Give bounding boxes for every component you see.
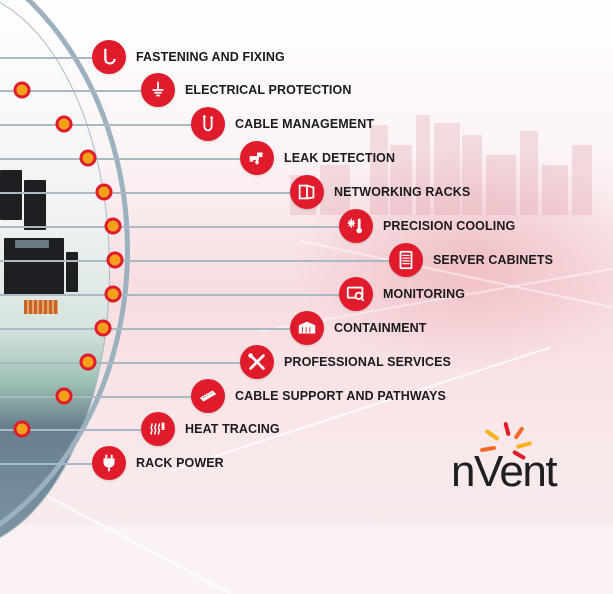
city-skyline-backdrop xyxy=(290,95,613,215)
connector-line xyxy=(0,90,141,92)
nvent-logo: nVent xyxy=(450,421,580,496)
solution-item-cable-support-and-pathways[interactable]: CABLE SUPPORT AND PATHWAYS xyxy=(191,379,446,413)
timeline-dot xyxy=(13,81,31,99)
solution-item-cable-management[interactable]: CABLE MANAGEMENT xyxy=(191,107,374,141)
timeline-dot xyxy=(55,115,73,133)
monitor-search-icon xyxy=(339,277,373,311)
timeline-dot xyxy=(79,149,97,167)
timeline-dot xyxy=(55,387,73,405)
solution-item-electrical-protection[interactable]: ELECTRICAL PROTECTION xyxy=(141,73,351,107)
cable-icon xyxy=(191,107,225,141)
timeline-dot xyxy=(94,319,112,337)
solution-item-containment[interactable]: CONTAINMENT xyxy=(290,311,427,345)
timeline-dot xyxy=(95,183,113,201)
connector-line xyxy=(0,328,290,330)
timeline-dot xyxy=(79,353,97,371)
connector-line xyxy=(0,192,290,194)
solution-item-fastening-and-fixing[interactable]: FASTENING AND FIXING xyxy=(92,40,285,74)
solution-item-leak-detection[interactable]: LEAK DETECTION xyxy=(240,141,395,175)
containment-icon xyxy=(290,311,324,345)
hook-icon xyxy=(92,40,126,74)
connector-line xyxy=(0,226,339,228)
solution-label: HEAT TRACING xyxy=(185,422,280,436)
solution-item-heat-tracing[interactable]: HEAT TRACING xyxy=(141,412,280,446)
connector-line xyxy=(0,260,389,262)
solution-label: FASTENING AND FIXING xyxy=(136,50,285,64)
solution-item-networking-racks[interactable]: NETWORKING RACKS xyxy=(290,175,470,209)
ground-icon xyxy=(141,73,175,107)
solution-label: LEAK DETECTION xyxy=(284,151,396,165)
solution-label: NETWORKING RACKS xyxy=(334,185,471,199)
solution-label: CONTAINMENT xyxy=(334,321,427,335)
timeline-dot xyxy=(104,217,122,235)
connector-line xyxy=(0,124,191,126)
solution-item-monitoring[interactable]: MONITORING xyxy=(339,277,465,311)
solution-label: ELECTRICAL PROTECTION xyxy=(185,83,352,97)
solution-item-precision-cooling[interactable]: PRECISION COOLING xyxy=(339,209,515,243)
rack-open-icon xyxy=(290,175,324,209)
connector-line xyxy=(0,429,141,431)
solution-label: PROFESSIONAL SERVICES xyxy=(284,355,451,369)
solution-item-professional-services[interactable]: PROFESSIONAL SERVICES xyxy=(240,345,451,379)
pipe-drop-icon xyxy=(240,141,274,175)
logo-wordmark: nVent xyxy=(451,447,558,496)
solution-label: PRECISION COOLING xyxy=(383,219,516,233)
connector-line xyxy=(0,362,240,364)
timeline-dot xyxy=(104,285,122,303)
solution-label: CABLE MANAGEMENT xyxy=(235,117,375,131)
connector-line xyxy=(0,463,92,465)
connector-line xyxy=(0,158,240,160)
solution-item-server-cabinets[interactable]: SERVER CABINETS xyxy=(389,243,553,277)
solution-item-rack-power[interactable]: RACK POWER xyxy=(92,446,224,480)
timeline-dot xyxy=(106,251,124,269)
connector-line xyxy=(0,396,191,398)
heat-tracing-icon xyxy=(141,412,175,446)
connector-line xyxy=(0,57,92,59)
logo-ray xyxy=(513,426,525,440)
tools-icon xyxy=(240,345,274,379)
timeline-dot xyxy=(13,420,31,438)
solution-label: CABLE SUPPORT AND PATHWAYS xyxy=(235,389,446,403)
solution-label: MONITORING xyxy=(383,287,466,301)
power-plug-icon xyxy=(92,446,126,480)
snowflake-thermometer-icon xyxy=(339,209,373,243)
solution-label: SERVER CABINETS xyxy=(433,253,554,267)
logo-ray xyxy=(484,428,500,442)
cable-tray-icon xyxy=(191,379,225,413)
solution-label: RACK POWER xyxy=(136,456,224,470)
connector-line xyxy=(0,294,339,296)
server-cabinet-icon xyxy=(389,243,423,277)
